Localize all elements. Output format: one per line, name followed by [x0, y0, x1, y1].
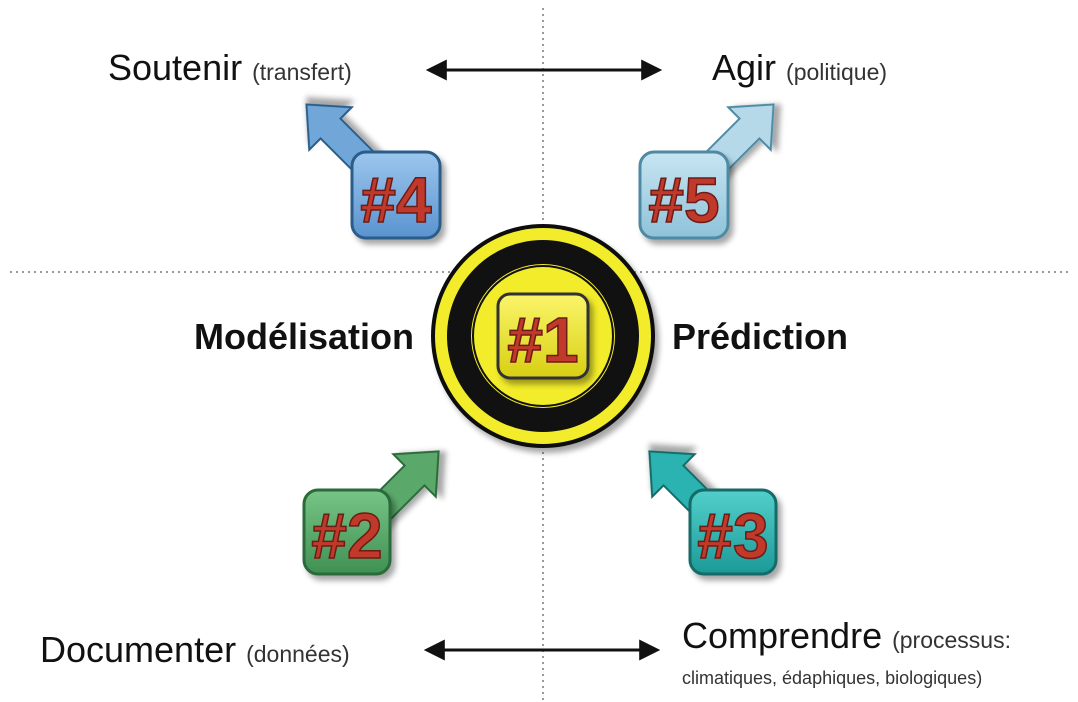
axis-right-label: Prédiction — [672, 316, 848, 357]
badge-3: #3 — [688, 488, 778, 576]
top-left-main: Soutenir — [108, 47, 242, 88]
top-right-label: Agir (politique) — [712, 47, 887, 88]
bottom-right-sub: (processus: — [892, 627, 1011, 653]
badge-3-label: #3 — [697, 500, 768, 572]
bottom-right-sub2: climatiques, édaphiques, biologiques) — [682, 668, 982, 688]
top-left-sub: (transfert) — [252, 59, 352, 85]
bottom-right-label: Comprendre (processus: — [682, 615, 1011, 656]
top-right-main: Agir — [712, 47, 776, 88]
badge-5-label: #5 — [648, 164, 719, 236]
bottom-left-main: Documenter — [40, 629, 236, 670]
badge-4-label: #4 — [360, 164, 432, 236]
badge-2-label: #2 — [311, 500, 382, 572]
badge-5: #5 — [638, 150, 730, 240]
bottom-left-label: Documenter (données) — [40, 629, 350, 670]
badge-4: #4 — [350, 150, 442, 240]
badge-1-label: #1 — [507, 304, 578, 376]
bottom-left-sub: (données) — [246, 641, 350, 667]
badge-1: #1 — [496, 292, 590, 380]
top-left-label: Soutenir (transfert) — [108, 47, 352, 88]
axis-left-label: Modélisation — [194, 316, 414, 357]
badge-2: #2 — [302, 488, 392, 576]
top-right-sub: (politique) — [786, 59, 887, 85]
bottom-right-main: Comprendre — [682, 615, 882, 656]
